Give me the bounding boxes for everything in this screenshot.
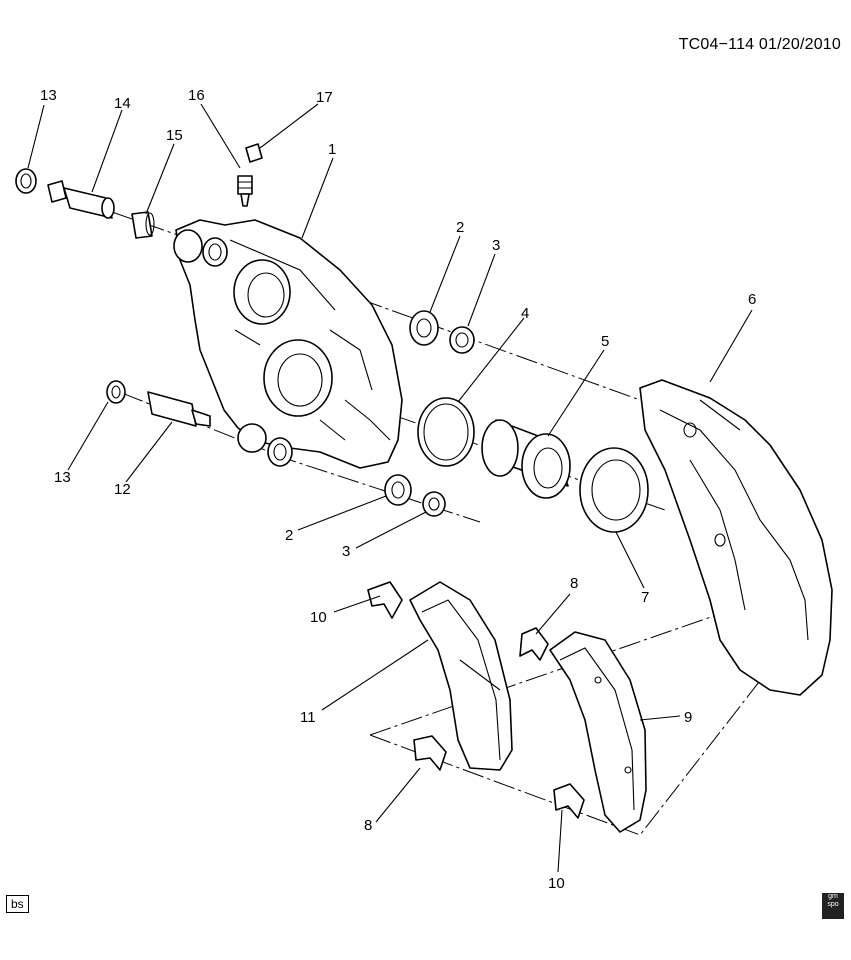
callout-16: 16	[188, 87, 205, 104]
callout-6: 6	[748, 291, 756, 308]
callout-4: 4	[521, 305, 529, 322]
gm-spo-logo: gm spo	[822, 893, 844, 919]
callout-3-lower: 3	[342, 543, 350, 560]
caliper-housing-1	[173, 219, 403, 469]
callout-11: 11	[300, 709, 316, 726]
caliper-bracket-6	[639, 379, 833, 696]
logo-bottom-text: spo	[827, 901, 839, 908]
callout-2-lower: 2	[285, 527, 293, 544]
callout-9: 9	[684, 709, 692, 726]
callout-10-lower: 10	[548, 875, 565, 892]
dust-boot-7	[579, 447, 649, 533]
callout-13-upper: 13	[40, 87, 57, 104]
callout-12: 12	[114, 481, 131, 498]
callout-3-upper: 3	[492, 237, 500, 254]
section-badge: bs	[6, 895, 29, 913]
callout-8-lower: 8	[364, 817, 372, 834]
callout-1: 1	[328, 141, 336, 158]
piston-seal-4	[417, 397, 475, 467]
guide-pin-bolt-14	[47, 180, 115, 219]
clip-8-upper	[519, 627, 549, 661]
guide-pin-12	[147, 391, 211, 427]
callout-14: 14	[114, 95, 131, 112]
bleeder-cap-17	[245, 143, 263, 163]
bushing-15	[131, 211, 155, 239]
boot-2-upper	[409, 310, 439, 346]
clip-8-lower	[413, 735, 447, 771]
leader-lines	[27, 103, 753, 873]
bushing-3-lower	[422, 491, 446, 517]
brake-pad-inner-9	[549, 631, 647, 833]
boot-2-lower	[384, 474, 412, 506]
clip-10-lower	[553, 783, 585, 819]
callout-5: 5	[601, 333, 609, 350]
callout-17: 17	[316, 89, 333, 106]
bushing-3-upper	[449, 326, 475, 354]
brake-pad-outer-11	[409, 581, 513, 771]
clip-10-upper	[367, 581, 403, 619]
seal-13-upper	[15, 168, 37, 194]
bleeder-valve-16	[237, 175, 253, 207]
callout-7: 7	[641, 589, 649, 606]
seal-13-lower	[106, 380, 126, 404]
piston-5	[481, 419, 571, 499]
callout-13-lower: 13	[54, 469, 71, 486]
callout-8-upper: 8	[570, 575, 578, 592]
callout-2-upper: 2	[456, 219, 464, 236]
callout-10-upper: 10	[310, 609, 327, 626]
diagram-reference-id: TC04−114 01/20/2010	[678, 36, 841, 53]
callout-labels: 1 2 2 3 3 4 5 6 7 8 8 9 10 10 11 12 13 1…	[40, 87, 756, 892]
logo-top-text: gm	[828, 893, 838, 900]
callout-15: 15	[166, 127, 183, 144]
